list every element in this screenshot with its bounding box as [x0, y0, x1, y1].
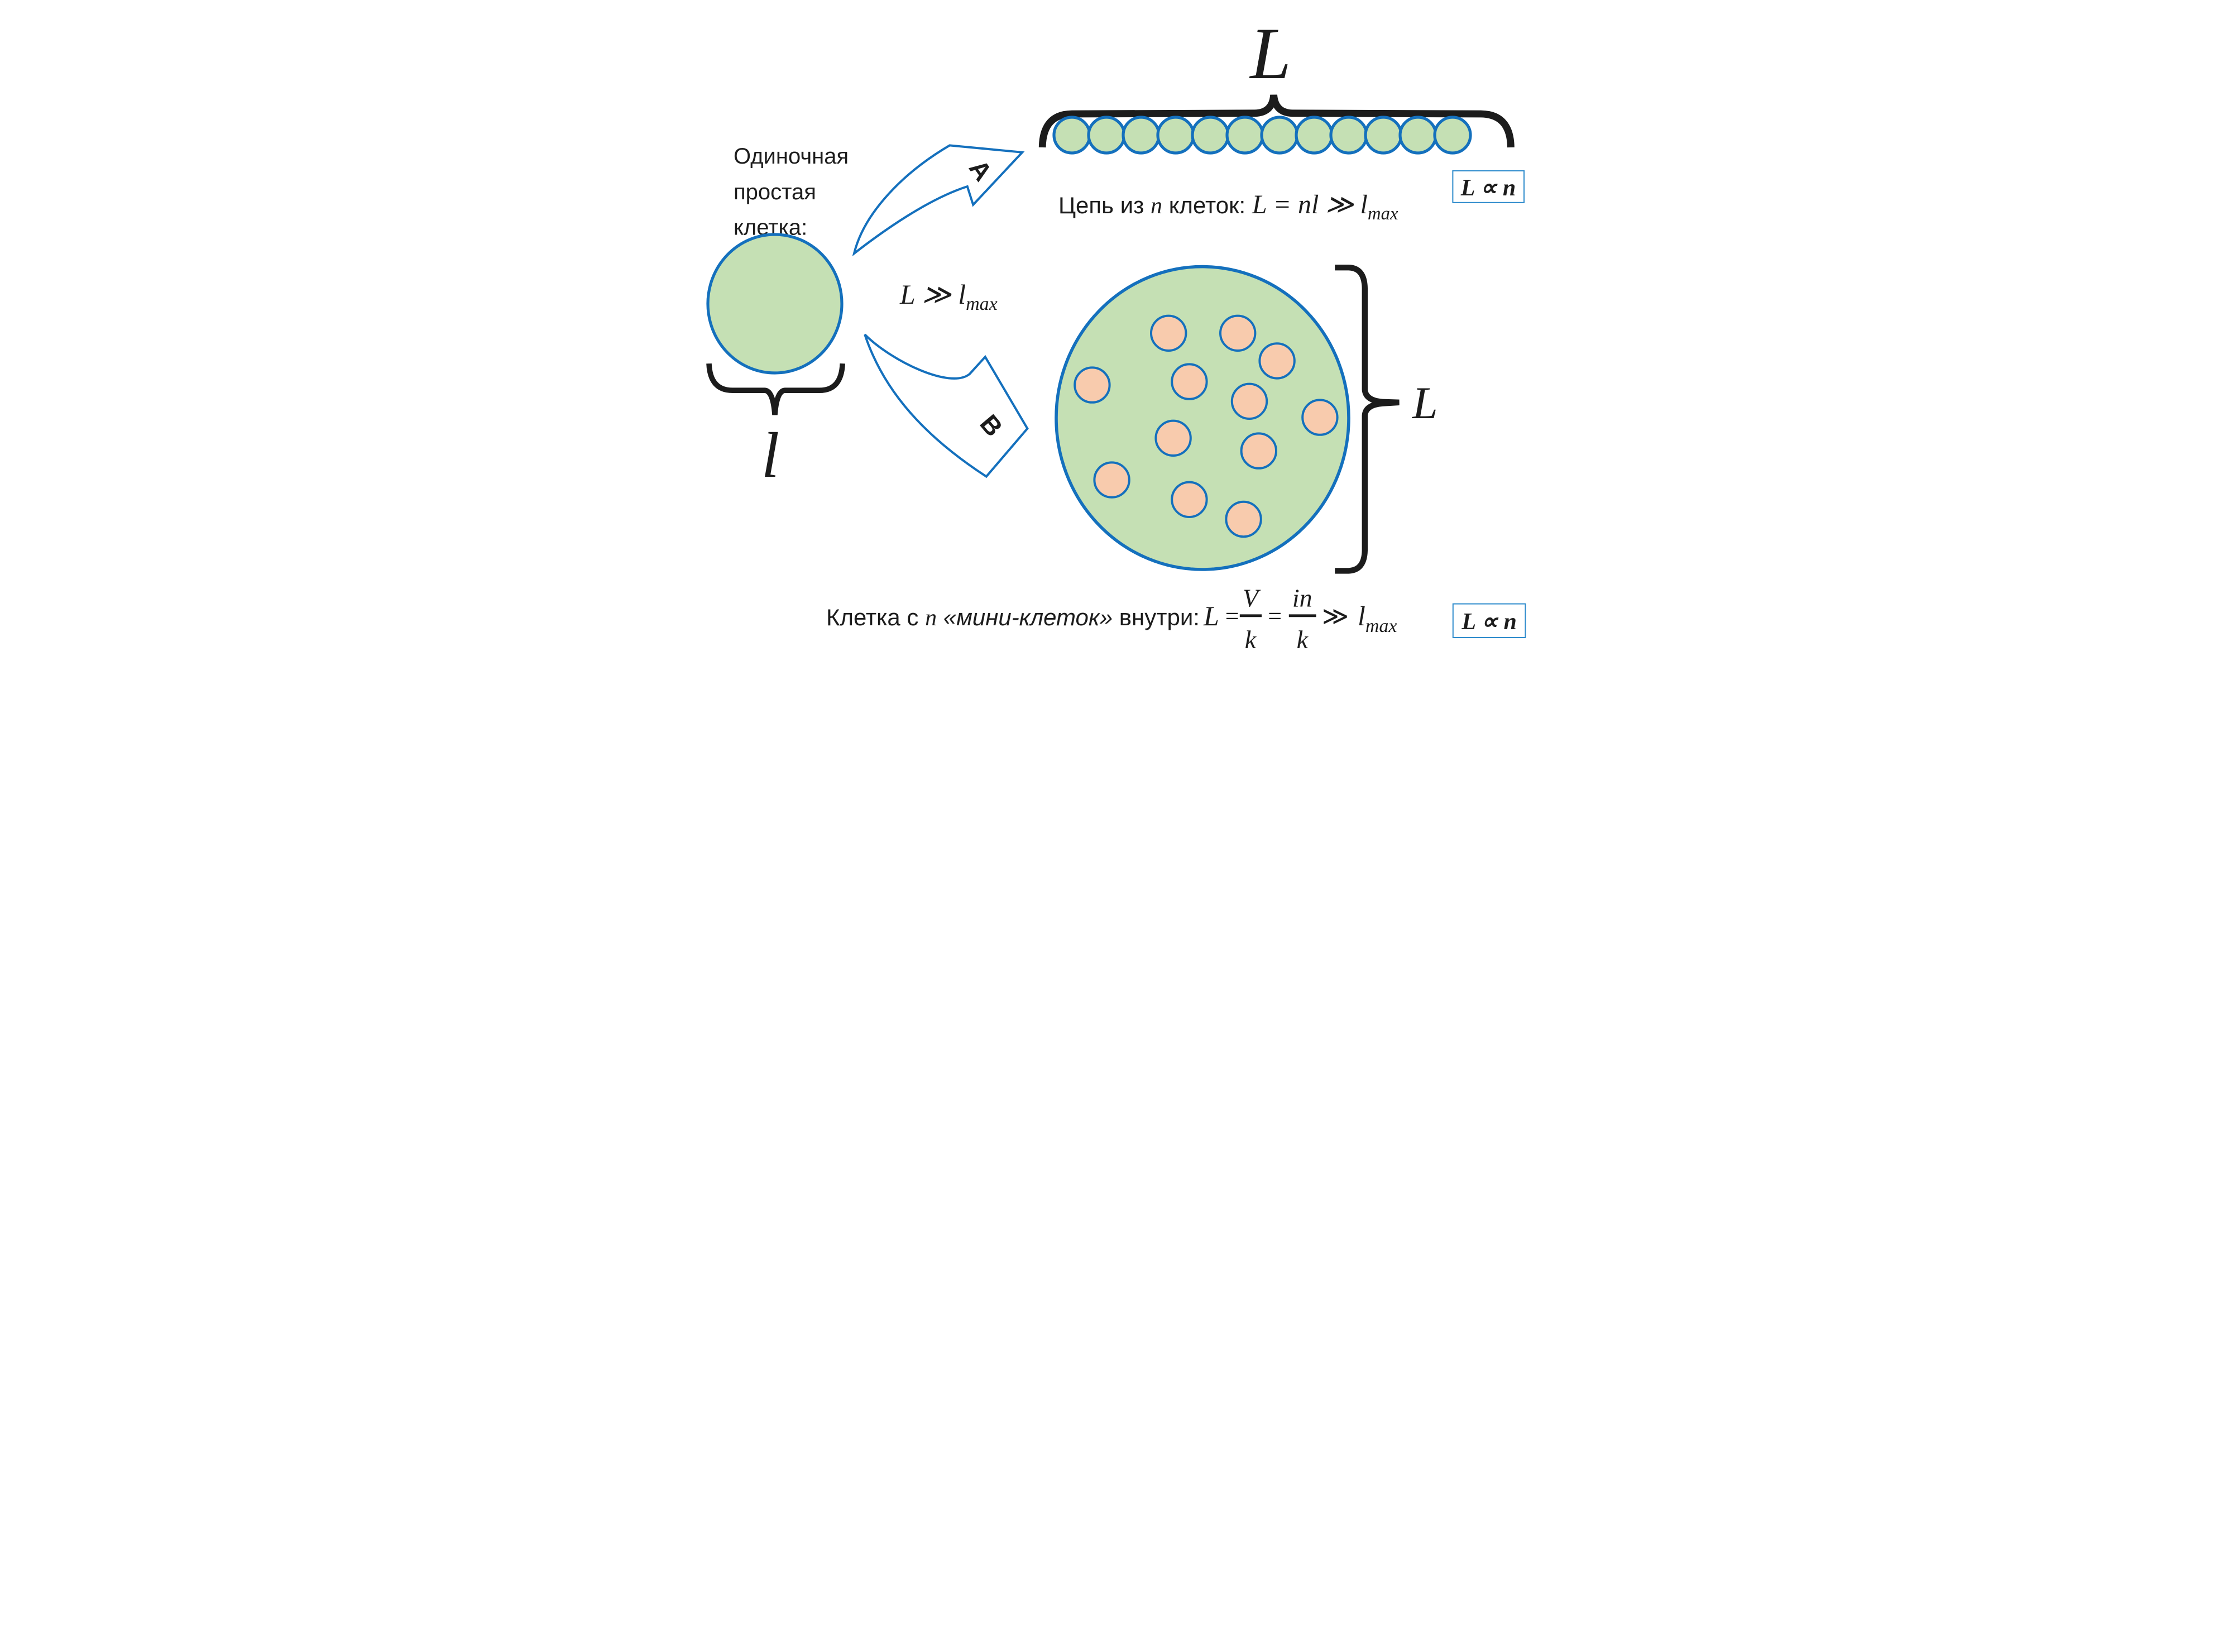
- branch-condition-main: L ≫ l: [899, 279, 966, 310]
- chain-cell: [1260, 116, 1299, 155]
- chain-caption-ru2: клеток:: [1162, 192, 1252, 218]
- chain-cell: [1052, 116, 1091, 155]
- chain-cell: [1398, 116, 1437, 155]
- diagram-canvas: Одиночная простая клетка: l < lmax l L ≫…: [670, 0, 1563, 661]
- chain-cell: [1329, 116, 1368, 155]
- bottom-caption-ru3: внутри:: [1119, 604, 1200, 630]
- fraction-in-k-numerator: in: [1292, 583, 1312, 612]
- mini-cell: [1240, 432, 1277, 470]
- mini-cell: [1171, 481, 1208, 518]
- fraction-v-k-numerator: V: [1243, 583, 1261, 612]
- chain-formula-math: L = nl ≫ l: [1252, 190, 1368, 219]
- mini-cells-group: [1074, 314, 1339, 538]
- proportionality-box-bottom-label: L ∝ n: [1461, 609, 1516, 635]
- single-cell-label-line2: простая: [734, 180, 816, 204]
- chain-cells-group: [1052, 116, 1472, 155]
- bottom-math-gg: ≫: [1322, 602, 1349, 630]
- mini-cell: [1149, 314, 1187, 352]
- chain-cell: [1156, 116, 1195, 155]
- chain-length-label: L: [1249, 12, 1291, 94]
- bottom-math-eq2: =: [1268, 602, 1282, 630]
- chain-cell: [1295, 116, 1334, 155]
- chain-cell: [1087, 116, 1126, 155]
- big-cell: [1055, 265, 1350, 571]
- big-cell-length-label: L: [1412, 377, 1438, 428]
- chain-cell: [1433, 116, 1472, 155]
- bottom-math-lmax-subscript: max: [1365, 616, 1397, 636]
- bottom-caption-ru1: Клетка с: [826, 604, 925, 630]
- chain-formula: Цепь из n клеток: L = nl ≫ lmax: [1058, 190, 1398, 224]
- fraction-in-k-denominator: k: [1297, 625, 1309, 654]
- arrow-a: [852, 144, 1025, 257]
- bottom-caption: Клетка с n «мини-клеток» внутри:: [826, 604, 1200, 631]
- bottom-math-L: L: [1203, 600, 1219, 631]
- proportionality-box-top-label: L ∝ n: [1460, 175, 1516, 201]
- arrow-b: [864, 333, 1029, 478]
- chain-cell: [1122, 116, 1161, 155]
- chain-formula-subscript: max: [1368, 204, 1398, 224]
- mini-cell: [1225, 500, 1262, 538]
- cell-width-label: l: [761, 420, 779, 491]
- chain-cell: [1364, 116, 1403, 155]
- proportionality-box-bottom: [1452, 603, 1526, 638]
- big-cell-brace: [1335, 264, 1400, 574]
- fraction-v-k-denominator: k: [1245, 625, 1257, 654]
- mini-cell: [1074, 366, 1111, 404]
- chain-cell: [1225, 116, 1264, 155]
- fraction-v-k: V k: [1239, 583, 1262, 654]
- mini-cell: [1171, 363, 1208, 400]
- proportionality-box-top: [1452, 170, 1525, 203]
- bottom-caption-n: n: [925, 605, 937, 631]
- bottom-math-eq1: =: [1225, 602, 1239, 630]
- mini-cell: [1301, 399, 1339, 436]
- chain-cell: [1191, 116, 1230, 155]
- fraction-in-k: in k: [1288, 583, 1316, 654]
- single-cell-label-line1: Одиночная: [734, 144, 849, 169]
- branch-condition-subscript: max: [966, 294, 998, 314]
- single-cell: [706, 233, 844, 375]
- single-cell-label: Одиночная простая клетка:: [734, 144, 855, 240]
- bottom-caption-ru2: «мини-клеток»: [937, 604, 1119, 630]
- mini-cell: [1230, 382, 1268, 420]
- mini-cell: [1219, 314, 1257, 352]
- mini-cell: [1093, 461, 1130, 499]
- branch-condition: L ≫ lmax: [899, 279, 998, 314]
- chain-caption-ru1: Цепь из: [1058, 192, 1151, 218]
- bottom-math-lmax-main: l: [1358, 600, 1365, 631]
- mini-cell: [1258, 342, 1296, 380]
- bottom-math-lmax: lmax: [1358, 600, 1397, 636]
- chain-caption-n: n: [1151, 193, 1162, 219]
- cell-width-brace: [706, 363, 845, 415]
- mini-cell: [1154, 419, 1192, 457]
- chain-brace: [1038, 94, 1515, 148]
